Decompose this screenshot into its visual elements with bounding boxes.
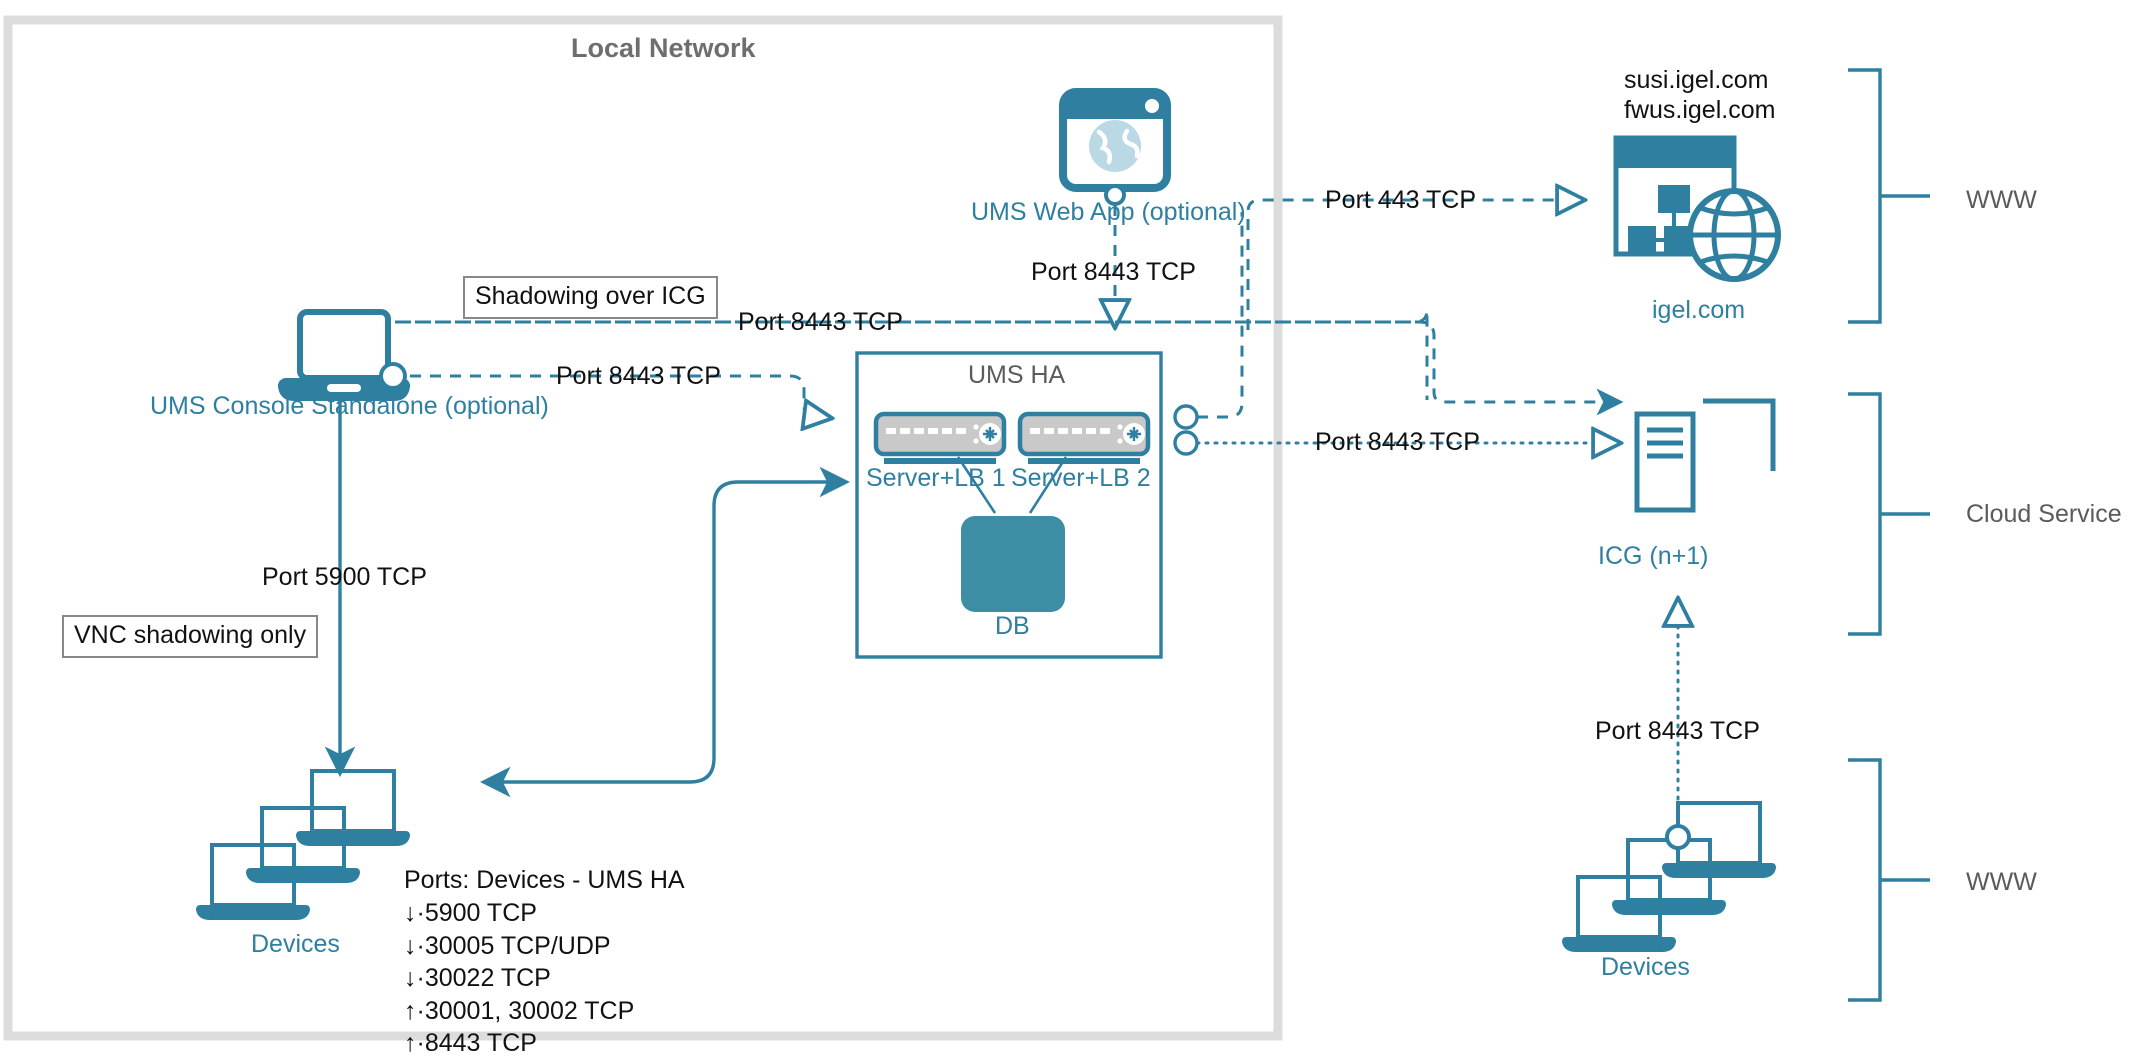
edge-console-to-ha (410, 374, 830, 418)
devices-right-icon (1562, 801, 1776, 952)
devices-left-label: Devices (251, 930, 340, 958)
ports-block-rows: ↓·5900 TCP ↓·30005 TCP/UDP ↓·30022 TCP ↑… (404, 899, 635, 1057)
ports-block-heading: Ports: Devices - UMS HA (404, 866, 685, 894)
edge-label-webapp-to-ha: Port 8443 TCP (1031, 258, 1196, 286)
igel-host-line-1: susi.igel.com (1624, 66, 1769, 94)
zone-bracket-cloud-service (1848, 392, 1930, 636)
icg-gateway-icon (1634, 398, 1776, 513)
ums-console-laptop-icon (277, 309, 411, 401)
edge-label-devices-to-icg: Port 8443 TCP (1595, 717, 1760, 745)
ums-console-label: UMS Console Standalone (optional) (150, 392, 549, 420)
edge-webapp-to-igel (1246, 200, 1583, 330)
server-lb-1-icon (873, 411, 1007, 514)
ums-ha-port-connectors (1173, 404, 1199, 456)
icg-label: ICG (n+1) (1598, 542, 1709, 570)
zone-label-www-bottom: WWW (1966, 868, 2037, 896)
edge-ha-dashed-to-icg (1197, 212, 1244, 419)
igel-host-line-2: fwus.igel.com (1624, 96, 1776, 124)
server-lb-2-label: Server+LB 2 (1011, 464, 1151, 492)
db-label: DB (995, 612, 1030, 640)
local-network-title: Local Network (571, 33, 756, 63)
db-cylinder-icon (961, 516, 1065, 612)
devices-left-icon (196, 769, 410, 920)
edge-label-console-shadow-icg: Port 8443 TCP (738, 308, 903, 336)
edge-ha-to-devices (479, 466, 851, 798)
zone-bracket-www-bottom (1848, 758, 1930, 1002)
edge-label-webapp-to-igel: Port 443 TCP (1325, 186, 1477, 214)
edge-label-ha-to-icg: Port 8443 TCP (1315, 428, 1480, 456)
zone-label-cloud-service: Cloud Service (1966, 500, 2122, 528)
igel-com-label: igel.com (1652, 296, 1746, 324)
devices-right-label: Devices (1601, 953, 1690, 981)
ums-web-app-icon (1059, 88, 1171, 206)
ums-web-app-label: UMS Web App (optional) (971, 198, 1246, 226)
note-vnc-shadowing-only: VNC shadowing only (62, 615, 319, 658)
note-shadowing-over-icg: Shadowing over ICG (463, 276, 718, 319)
zone-label-www-top: WWW (1966, 186, 2037, 214)
zone-bracket-www-top (1848, 68, 1930, 324)
edge-console-shadow-icg (395, 309, 1624, 416)
edge-label-console-to-devices: Port 5900 TCP (262, 563, 427, 591)
edge-label-console-to-ha: Port 8443 TCP (556, 362, 721, 390)
server-lb-1-label: Server+LB 1 (866, 464, 1006, 492)
server-lb-2-icon (1017, 411, 1151, 514)
igel-com-icon (1613, 135, 1781, 282)
ums-ha-label: UMS HA (968, 361, 1066, 389)
